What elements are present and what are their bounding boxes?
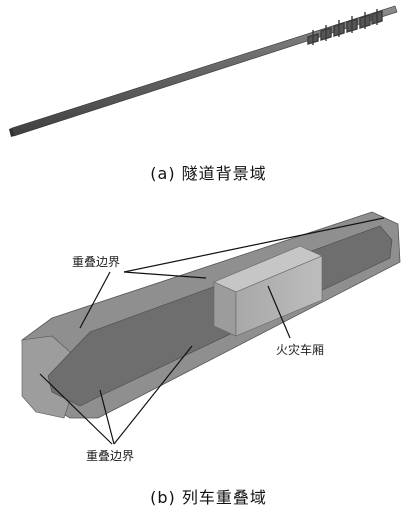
train-overlap-domain	[21, 211, 401, 419]
caption-b: (b) 列车重叠域	[150, 488, 267, 507]
label-fire-car: 火灾车厢	[276, 342, 324, 357]
leader-top-1	[123, 217, 385, 273]
tunnel-rod-end	[9, 128, 14, 137]
label-overlap-boundary-top: 重叠边界	[72, 255, 120, 269]
leader-bottom-2	[99, 389, 115, 445]
label-overlap-boundary-bottom: 重叠边界	[86, 449, 134, 463]
tunnel-background-domain	[9, 5, 398, 137]
caption-a: (a) 隧道背景域	[150, 164, 267, 183]
prism-front-face	[21, 335, 73, 419]
leader-fire-car	[267, 285, 291, 339]
leader-top-3	[123, 271, 207, 279]
fire-car-block	[213, 245, 323, 337]
leader-bottom-3	[113, 345, 193, 445]
tunnel-fins	[307, 9, 383, 45]
annotation-lines	[39, 217, 385, 445]
leader-bottom-1	[39, 373, 113, 445]
fire-car-side	[235, 255, 323, 337]
tunnel-rod	[11, 5, 398, 137]
leader-top-2	[79, 271, 111, 329]
